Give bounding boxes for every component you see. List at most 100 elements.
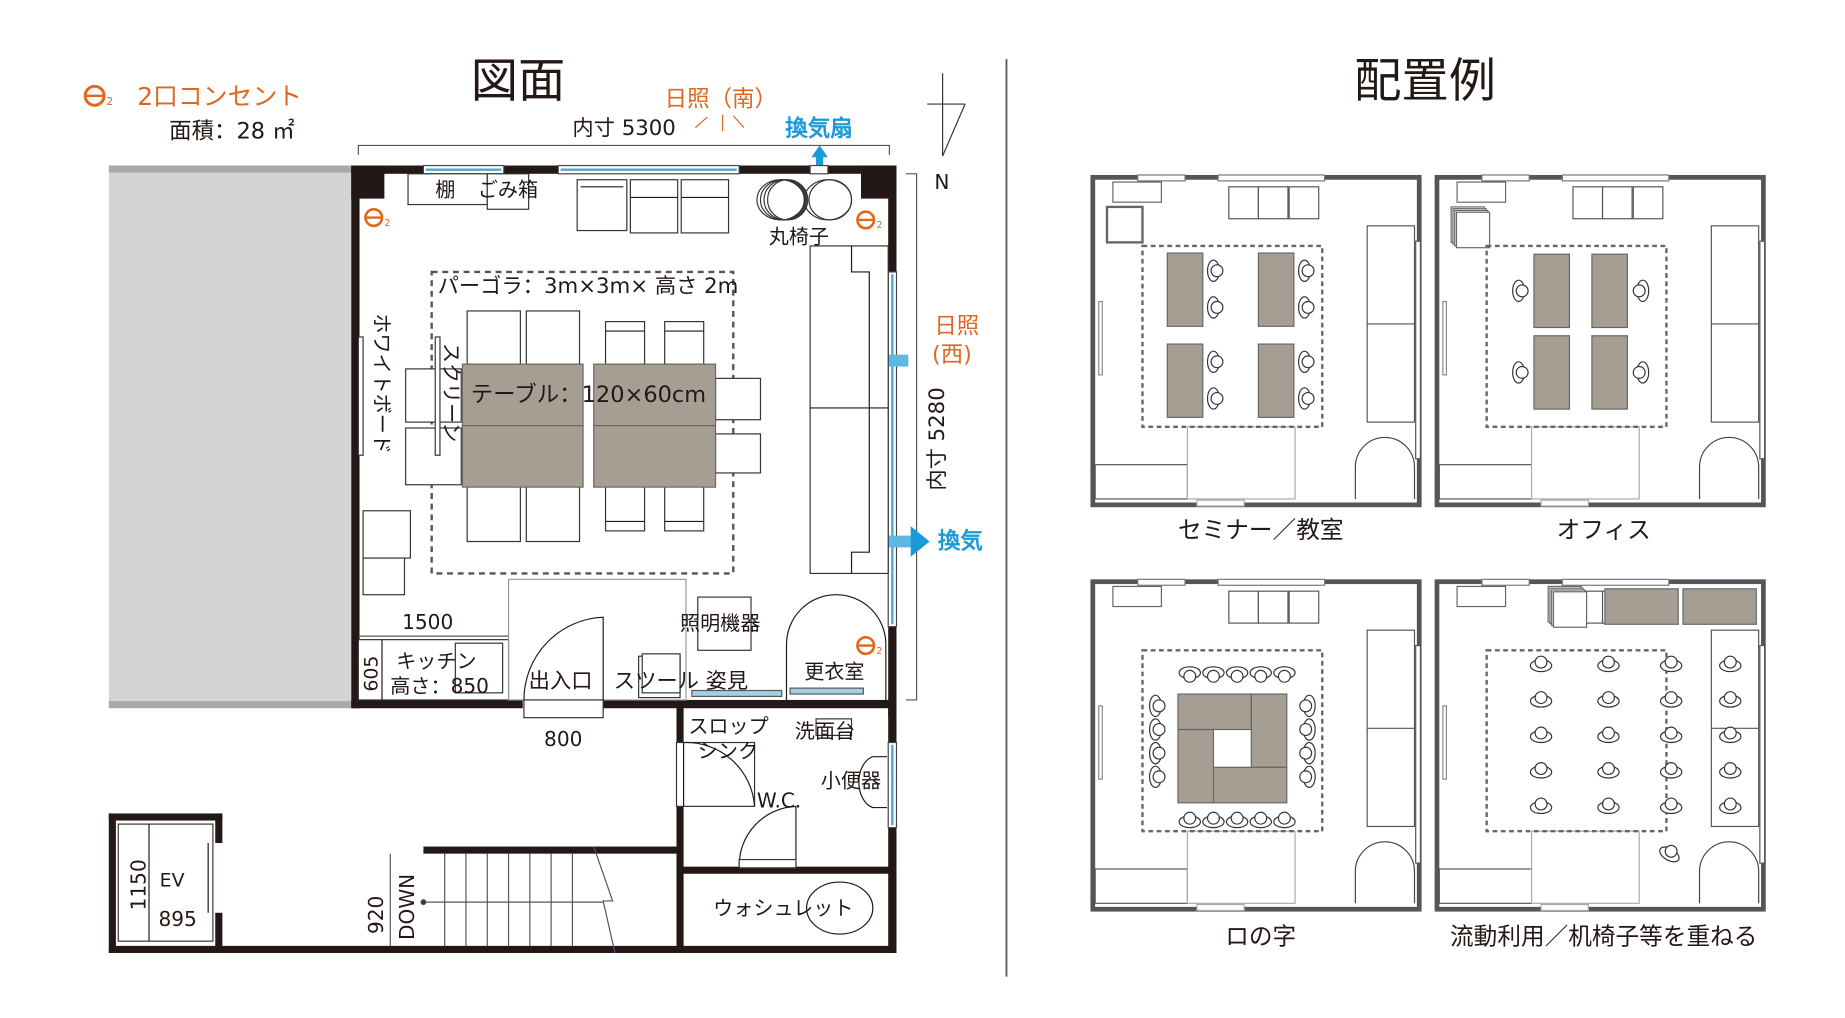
whiteboard: [1442, 705, 1448, 780]
windows: [422, 164, 898, 829]
person-head: [1632, 284, 1646, 298]
lighting-equipment: [697, 596, 752, 651]
ev-label: EV: [160, 870, 185, 892]
shelf: [1112, 585, 1162, 608]
person-icon: [1299, 765, 1316, 789]
dressing-room: [785, 594, 887, 700]
ev-width-label: 895: [158, 907, 196, 931]
layout-seminar: [1090, 174, 1422, 508]
person-head: [1254, 669, 1268, 683]
screen: [434, 336, 441, 456]
stairs-down-label: DOWN: [395, 874, 419, 940]
table: [1177, 728, 1215, 804]
person-icon: [1529, 691, 1553, 708]
chair: [1601, 186, 1633, 220]
whiteboard: [1098, 705, 1103, 780]
round-stools: [756, 179, 853, 221]
screen-label: スクリーン: [440, 343, 464, 442]
dressing-room: [1354, 436, 1416, 499]
person-icon: [1632, 361, 1650, 384]
window: [1481, 578, 1530, 586]
person-head: [1299, 723, 1313, 737]
tables: [461, 363, 717, 488]
side-box: [362, 510, 411, 559]
person-icon: [1206, 259, 1224, 282]
table-label: テーブル：120×60cm: [471, 382, 706, 408]
layout-label-office: オフィス: [1557, 516, 1651, 544]
person-head: [1301, 355, 1315, 369]
area-label: 面積：28 ㎡: [169, 118, 295, 144]
outlet-legend-label: 2口コンセント: [137, 82, 302, 111]
table: [1591, 253, 1628, 329]
person-head: [1632, 365, 1646, 379]
chair: [1228, 186, 1259, 220]
person-icon: [1529, 655, 1553, 673]
stairs-width-label: 920: [364, 896, 388, 934]
door: [1540, 499, 1589, 507]
urinal: [858, 756, 888, 809]
chair: [1228, 590, 1259, 624]
person-head: [1301, 300, 1315, 314]
shelf: [1112, 181, 1162, 203]
person-icon: [1597, 797, 1620, 815]
person-head: [1534, 726, 1548, 740]
washbasin-label: 洗面台: [795, 719, 855, 743]
person-head: [1515, 284, 1529, 298]
person-icon: [1298, 296, 1315, 319]
table: [1212, 766, 1288, 804]
window: [1217, 174, 1326, 182]
window: [1415, 240, 1422, 460]
layout-label-square: ロの字: [1225, 923, 1296, 951]
stool: [1105, 205, 1144, 244]
table: [1166, 343, 1204, 418]
person-head: [1152, 770, 1166, 784]
person-head: [1277, 669, 1291, 683]
table: [1533, 253, 1571, 329]
pergola: [1485, 649, 1668, 833]
person-icon: [1225, 666, 1249, 683]
door: [1196, 903, 1245, 911]
person-head: [1230, 669, 1244, 683]
person-icon: [1206, 350, 1224, 374]
sofa: [809, 245, 889, 575]
shelf: [1456, 585, 1507, 608]
person-head: [1230, 811, 1244, 825]
round-stool-label: 丸椅子: [769, 225, 829, 249]
chair: [1257, 590, 1289, 624]
entrance-door[interactable]: [523, 616, 604, 700]
stacked-chair: [1552, 591, 1588, 628]
window: [1759, 240, 1766, 460]
door: [1196, 499, 1245, 507]
person-head: [1723, 797, 1737, 811]
svg-text:2: 2: [106, 95, 113, 108]
layout-square: [1090, 578, 1422, 912]
person-head: [1534, 797, 1548, 811]
kitchen-height-label: 高さ：850: [390, 674, 489, 698]
sunlight-south-rays-icon: [695, 114, 745, 132]
whiteboard-label: ホワイトボード: [370, 313, 394, 454]
person-head: [1206, 811, 1220, 825]
person-icon: [1148, 765, 1166, 789]
person-icon: [1659, 844, 1680, 863]
chair: [1288, 590, 1320, 624]
person-icon: [1249, 666, 1272, 683]
person-head: [1152, 746, 1166, 760]
table: [1257, 252, 1295, 327]
table-chairs: [405, 310, 762, 543]
person-icon: [1597, 762, 1620, 779]
person-head: [1664, 655, 1678, 669]
wc-door[interactable]: [738, 805, 797, 867]
layouts-title: 配置例: [1354, 54, 1496, 109]
shelf-label: 棚: [435, 177, 455, 201]
person-icon: [1719, 797, 1742, 815]
depth-dimension: 内寸 5280: [925, 387, 950, 490]
person-head: [1210, 355, 1224, 369]
person-icon: [1512, 279, 1529, 303]
person-head: [1152, 699, 1166, 713]
trash-label: ごみ箱: [478, 177, 538, 201]
whiteboard: [357, 336, 364, 456]
width-dimension-line: [357, 144, 890, 155]
person-icon: [1148, 741, 1166, 765]
slop-sink-label: スロップ: [688, 714, 768, 738]
